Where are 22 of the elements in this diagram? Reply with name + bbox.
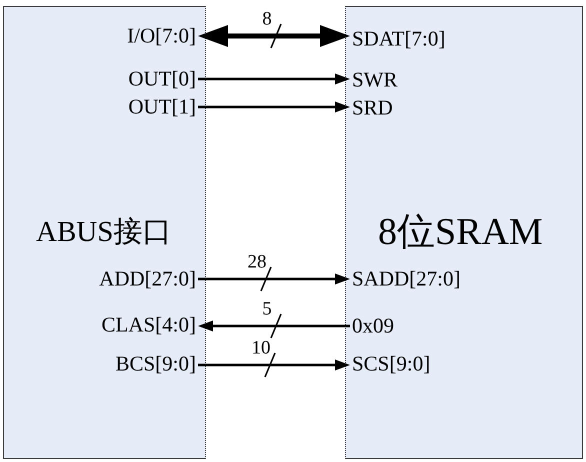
pin-label: 0x09 xyxy=(352,314,394,338)
function-block xyxy=(345,6,583,459)
pin-label: SADD[27:0] xyxy=(352,267,460,291)
pin-label: SDAT[7:0] xyxy=(352,27,446,51)
pin-label: SRD xyxy=(352,96,393,120)
pin-label: CLAS[4:0] xyxy=(102,313,196,337)
pin-label: OUT[0] xyxy=(128,67,196,91)
block-title: ABUS接口 xyxy=(36,217,172,249)
pin-label: SWR xyxy=(352,68,398,92)
arrow xyxy=(198,102,350,112)
function-block xyxy=(3,6,206,459)
arrow xyxy=(198,314,350,338)
double-headed-arrow xyxy=(198,24,350,48)
arrow xyxy=(198,74,350,84)
pin-label: OUT[1] xyxy=(128,95,196,119)
pin-label: SCS[9:0] xyxy=(352,352,430,376)
pin-label: ADD[27:0] xyxy=(99,267,196,291)
arrow xyxy=(198,352,350,378)
arrow xyxy=(198,266,350,292)
pin-label: I/O[7:0] xyxy=(127,24,196,48)
block-title: 8位SRAM xyxy=(378,212,543,254)
pin-label: BCS[9:0] xyxy=(115,352,196,376)
